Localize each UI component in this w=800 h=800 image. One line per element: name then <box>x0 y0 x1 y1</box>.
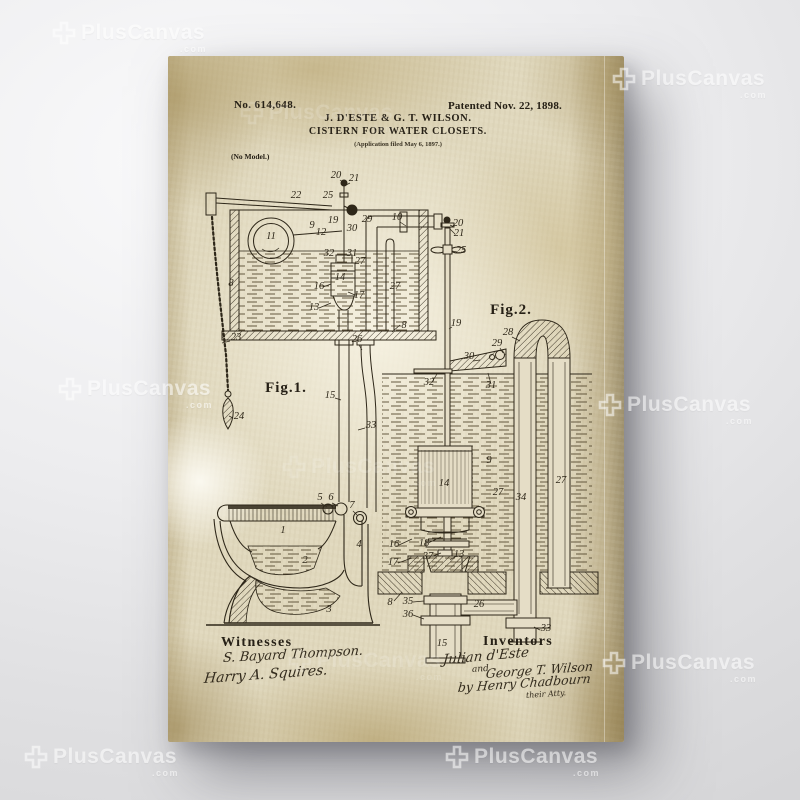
watermark-tld: .com <box>152 768 180 778</box>
watermark: PlusCanvas.com <box>24 745 180 778</box>
plus-logo-icon <box>445 745 469 769</box>
no-model-note: (No Model.) <box>231 152 270 161</box>
watermark: PlusCanvas.com <box>602 651 758 684</box>
patent-date: Patented Nov. 22, 1898. <box>448 100 562 112</box>
watermark-tld: .com <box>726 416 754 426</box>
patent-title: CISTERN FOR WATER CLOSETS. <box>308 126 488 137</box>
patent-inventor-line: J. D'ESTE & G. T. WILSON. <box>324 113 472 124</box>
application-line: (Application filed May 6, 1897.) <box>354 141 442 148</box>
plus-logo-icon <box>24 745 48 769</box>
plus-logo-icon <box>58 377 82 401</box>
plus-logo-icon <box>52 21 76 45</box>
watermark-text: PlusCanvas.com <box>474 745 601 778</box>
witnesses-heading: Witnesses <box>221 635 293 650</box>
watermark: PlusCanvas.com <box>52 21 208 54</box>
watermark-text: PlusCanvas.com <box>627 393 754 426</box>
fig1-label: Fig.1. <box>265 380 307 396</box>
watermark-tld: .com <box>730 674 758 684</box>
watermark-text: PlusCanvas.com <box>641 67 768 100</box>
watermark-tld: .com <box>180 44 208 54</box>
fig2-label: Fig.2. <box>490 302 532 318</box>
canvas-wrap-edge <box>604 56 605 742</box>
watermark: PlusCanvas.com <box>612 67 768 100</box>
watermark-text: PlusCanvas.com <box>81 21 208 54</box>
watermark-text: PlusCanvas.com <box>631 651 758 684</box>
patent-number: No. 614,648. <box>234 99 297 111</box>
watermark: PlusCanvas.com <box>445 745 601 778</box>
watermark-tld: .com <box>573 768 601 778</box>
watermark-text: PlusCanvas.com <box>53 745 180 778</box>
watermark-tld: .com <box>740 90 768 100</box>
